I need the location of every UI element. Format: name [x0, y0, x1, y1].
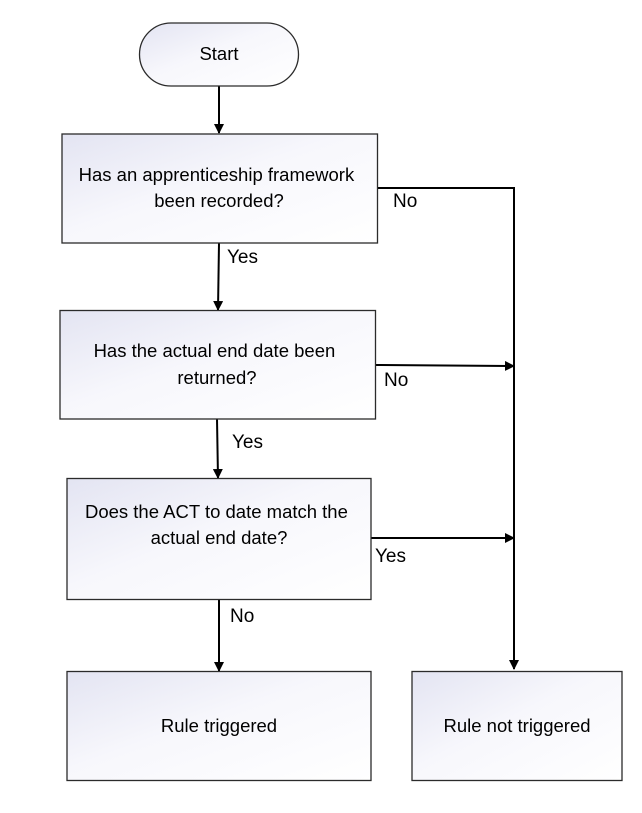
edge-q2-no-path [374, 360, 515, 371]
start-node: Start [138, 22, 300, 87]
decision-end-date-line-2: returned? [177, 367, 256, 388]
edge-labels: No Yes No Yes Yes No [227, 191, 417, 627]
svg-text:Has an apprenticeship framewor: Has an apprenticeship framework been rec… [79, 164, 360, 211]
decision-act-match: Does the ACT to date match the actual en… [66, 477, 372, 601]
outcome-rule-not-triggered: Rule not triggered [411, 670, 623, 782]
connectors [212, 86, 519, 672]
edge-label-q2-no: No [384, 370, 408, 391]
rule-not-triggered-label: Rule not triggered [443, 715, 590, 736]
decision-framework-line-2: been recorded? [154, 190, 284, 211]
edge-label-q2-yes: Yes [232, 432, 263, 453]
edge-label-q3-yes: Yes [375, 546, 406, 567]
decision-act-line-2: actual end date? [151, 527, 288, 548]
edge-q1-to-q2 [213, 242, 224, 311]
decision-framework-recorded: Has an apprenticeship framework been rec… [61, 133, 379, 244]
decision-framework-line-1: Has an apprenticeship framework [79, 164, 355, 185]
rule-triggered-label: Rule triggered [161, 715, 277, 736]
outcome-rule-triggered: Rule triggered [66, 670, 372, 782]
edge-label-q1-no: No [393, 191, 417, 212]
edge-q2-to-q3 [212, 418, 223, 479]
edge-q1-no-path [377, 187, 519, 670]
svg-text:Does the ACT to date match the: Does the ACT to date match the actual en… [85, 501, 353, 548]
svg-text:Has the actual end date been: Has the actual end date been returned? [94, 340, 341, 388]
decision-end-date-line-1: Has the actual end date been [94, 340, 336, 361]
edge-label-q3-no: No [230, 606, 254, 627]
start-label: Start [199, 43, 238, 64]
decision-act-line-1: Does the ACT to date match the [85, 501, 348, 522]
decision-end-date-returned: Has the actual end date been returned? [59, 309, 377, 420]
edge-label-q1-yes: Yes [227, 247, 258, 268]
